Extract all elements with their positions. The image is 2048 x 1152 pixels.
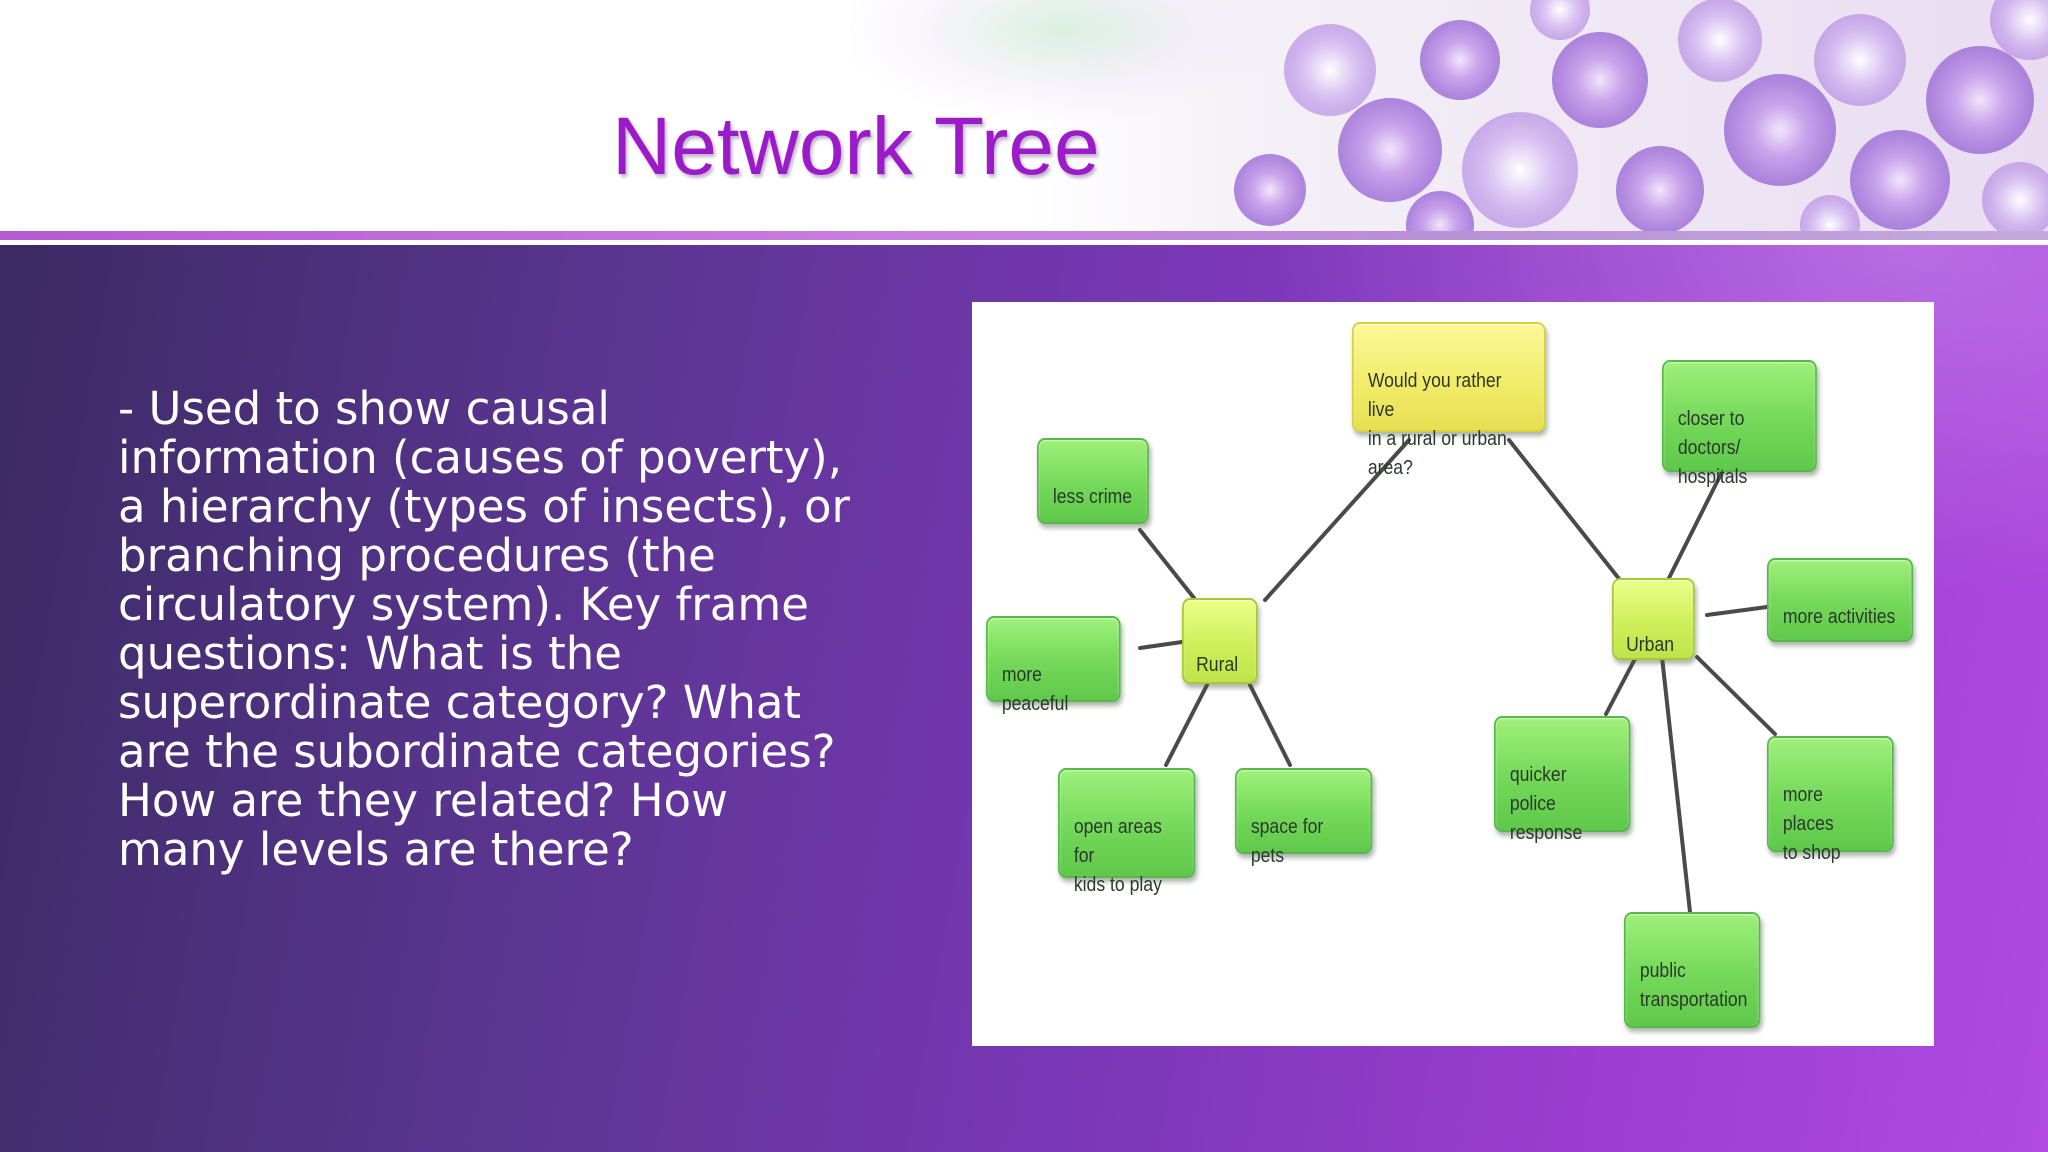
urban-label: Urban <box>1626 634 1675 656</box>
leaf-label: more activities <box>1782 606 1896 628</box>
connector-urban-police <box>1604 655 1638 716</box>
urban-leaf-police: quicker police response <box>1494 716 1631 844</box>
leaf-label: more peaceful <box>1001 664 1069 715</box>
connector-lines <box>1138 438 1777 914</box>
title-divider <box>0 231 2048 240</box>
header-banner: Network Tree <box>0 0 2048 238</box>
rural-leaf-more-peaceful: more peaceful <box>986 616 1121 715</box>
body-text: - Used to show causal information (cause… <box>118 382 851 876</box>
connector-rural-open-areas <box>1164 683 1209 767</box>
connector-rural-less-crime <box>1138 528 1196 600</box>
rural-leaf-space-for-pets: space for pets <box>1235 768 1373 867</box>
rural-label: Rural <box>1196 654 1239 676</box>
urban-leaf-public-transportation: public transportation <box>1624 912 1761 1028</box>
urban-leaf-places-to-shop: more places to shop <box>1767 736 1894 864</box>
leaf-label: more places to shop <box>1782 784 1841 864</box>
rural-leaf-open-areas: open areas for kids to play <box>1058 768 1196 896</box>
root-question-node: Would you rather live in a rural or urba… <box>1352 322 1546 479</box>
leaf-label: space for pets <box>1250 816 1324 867</box>
leaf-label: public transportation <box>1639 960 1748 1011</box>
connector-root-rural <box>1263 438 1411 602</box>
page-title: Network Tree <box>612 101 1100 192</box>
rural-node: Rural <box>1182 598 1258 684</box>
connector-root-urban <box>1507 438 1622 582</box>
leaf-label: closer to doctors/ hospitals <box>1677 408 1748 488</box>
leaf-label: quicker police response <box>1509 764 1583 844</box>
header-glow <box>850 0 1270 120</box>
urban-node: Urban <box>1612 578 1695 660</box>
connector-urban-doctors <box>1667 470 1724 580</box>
leaf-label: open areas for kids to play <box>1073 816 1162 896</box>
network-tree-diagram: Would you rather live in a rural or urba… <box>972 302 1934 1046</box>
flower-decoration <box>1234 0 2048 238</box>
root-question-label: Would you rather live in a rural or urba… <box>1367 370 1507 479</box>
urban-leaf-doctors: closer to doctors/ hospitals <box>1662 360 1817 488</box>
urban-leaf-more-activities: more activities <box>1767 558 1914 642</box>
title-divider-highlight <box>0 240 2048 245</box>
connector-rural-more-peaceful <box>1138 640 1184 650</box>
rural-leaf-less-crime: less crime <box>1037 438 1149 524</box>
leaf-label: less crime <box>1052 486 1133 508</box>
connector-urban-shop <box>1695 655 1777 736</box>
connector-urban-transportation <box>1660 655 1692 914</box>
connector-urban-activities <box>1705 605 1769 617</box>
connector-rural-space-for-pets <box>1248 683 1292 767</box>
